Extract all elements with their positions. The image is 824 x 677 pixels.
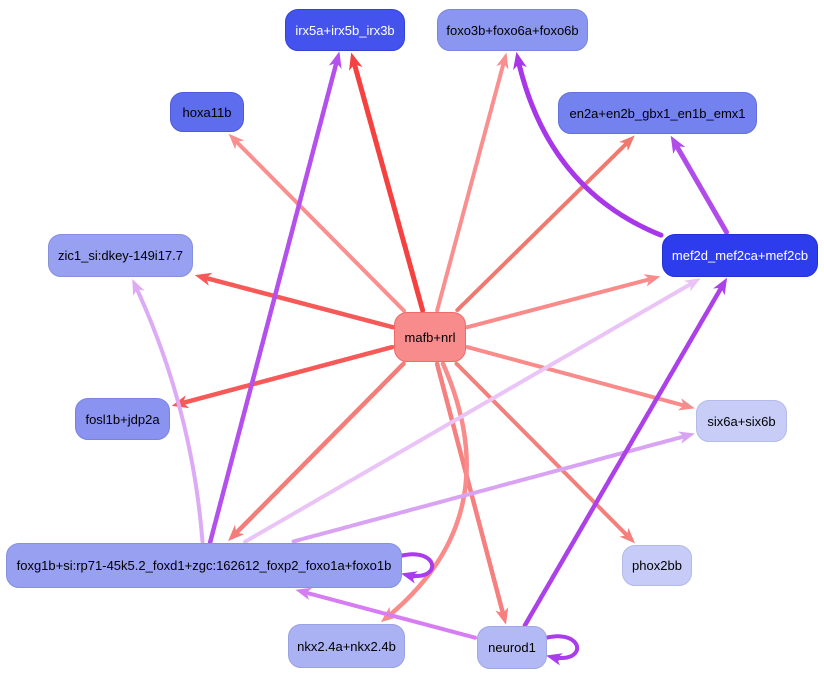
edge-mafb-hoxa11b[interactable] (228, 133, 406, 313)
edge-foxg1b-foxg1b-self-loop[interactable] (396, 552, 435, 584)
node-label: fosl1b+jdp2a (85, 411, 160, 427)
edge-arrowhead (228, 133, 245, 150)
edge-line (182, 344, 395, 405)
node-zic1[interactable]: zic1_si:dkey-149i17.7 (48, 234, 193, 277)
node-label: hoxa11b (182, 104, 232, 120)
edge-neurod1-foxg1b[interactable] (295, 587, 477, 640)
node-label: mef2d_mef2ca+mef2cb (671, 248, 809, 263)
edge-neurod1-mef2d[interactable] (522, 277, 728, 628)
node-label: irx5a+irx5b_irx3b (295, 22, 395, 38)
edge-arrowhead (228, 524, 245, 542)
edge-mafb-neurod1[interactable] (434, 361, 509, 625)
node-foxo3b[interactable]: foxo3b+foxo6a+foxo6b (437, 9, 588, 51)
edge-foxg1b-mef2d[interactable] (243, 278, 701, 544)
edge-line (522, 286, 723, 628)
edge-line (205, 276, 396, 330)
node-label: zic1_si:dkey-149i17.7 (57, 248, 184, 263)
edge-line (243, 282, 692, 544)
edge-line (388, 361, 469, 617)
node-neurod1[interactable]: neurod1 (477, 626, 547, 669)
edge-arrowhead (678, 431, 695, 444)
edge-mafb-mef2d[interactable] (465, 274, 661, 330)
node-label: mafb+nrl (404, 329, 456, 345)
edge-line (454, 361, 629, 537)
edge-arrowhead (328, 51, 342, 69)
edge-mef2d-en2a[interactable] (670, 135, 729, 235)
edge-mafb-six6a[interactable] (465, 345, 695, 411)
edge-arrowhead (670, 135, 686, 154)
node-fosl1b[interactable]: fosl1b+jdp2a (75, 398, 170, 440)
edge-line (352, 63, 426, 313)
node-phox2bb[interactable]: phox2bb (622, 545, 692, 586)
edge-arrowhead (513, 51, 527, 70)
edge-line (235, 361, 406, 535)
edge-mef2d-foxo3b[interactable] (513, 51, 664, 238)
node-en2a[interactable]: en2a+en2b_gbx1_en1b_emx1 (558, 92, 757, 134)
edge-line (135, 288, 205, 544)
edge-mafb-foxo3b[interactable] (435, 52, 509, 313)
edge-line (291, 434, 685, 544)
edge-arrowhead (401, 571, 418, 584)
edge-line (516, 62, 664, 238)
node-label: en2a+en2b_gbx1_en1b_emx1 (569, 105, 746, 121)
edge-line (465, 277, 651, 330)
edge-line (396, 552, 435, 579)
node-foxg1b[interactable]: foxg1b+si:rp71-45k5.2_foxd1+zgc:162612_f… (6, 543, 402, 588)
edge-arrowhead (619, 527, 636, 544)
edge-arrowhead (546, 653, 563, 666)
node-label: neurod1 (488, 640, 536, 655)
node-nkx24[interactable]: nkx2.4a+nkx2.4b (288, 624, 405, 668)
edge-line (207, 61, 339, 545)
edge-arrowhead (171, 395, 190, 409)
edge-neurod1-neurod1-self-loop[interactable] (541, 634, 580, 666)
edge-arrowhead (643, 274, 661, 287)
edge-arrowhead (132, 279, 145, 296)
edge-foxg1b-zic1[interactable] (132, 279, 205, 544)
edge-line (675, 145, 729, 235)
edge-line (434, 361, 505, 615)
edge-mafb-irx5a[interactable] (349, 52, 426, 313)
edge-line (305, 591, 477, 640)
edge-arrowhead (495, 607, 509, 625)
node-mef2d[interactable]: mef2d_mef2ca+mef2cb (662, 234, 818, 277)
edge-foxg1b-irx5a[interactable] (207, 51, 342, 545)
edge-mafb-phox2bb[interactable] (454, 361, 636, 544)
edge-line (465, 345, 685, 408)
node-mafb[interactable]: mafb+nrl (394, 312, 466, 362)
edge-line (541, 634, 580, 661)
edge-arrowhead (349, 52, 363, 71)
node-label: phox2bb (632, 558, 682, 573)
edge-arrowhead (295, 587, 313, 600)
node-hoxa11b[interactable]: hoxa11b (170, 92, 244, 132)
node-label: six6a+six6b (707, 413, 776, 429)
node-label: foxo3b+foxo6a+foxo6b (446, 22, 579, 38)
edge-mafb-zic1[interactable] (194, 272, 396, 330)
edge-line (435, 62, 506, 313)
node-label: nkx2.4a+nkx2.4b (297, 638, 396, 654)
edge-line (235, 140, 406, 313)
edge-mafb-foxg1b[interactable] (228, 361, 406, 542)
edge-arrowhead (496, 52, 509, 70)
node-irx5a[interactable]: irx5a+irx5b_irx3b (285, 9, 405, 51)
edge-foxg1b-six6a[interactable] (291, 431, 695, 544)
edge-mafb-fosl1b[interactable] (171, 344, 395, 409)
edge-line (455, 142, 628, 313)
node-six6a[interactable]: six6a+six6b (696, 400, 787, 442)
node-label: foxg1b+si:rp71-45k5.2_foxd1+zgc:162612_f… (16, 558, 392, 573)
edge-arrowhead (713, 277, 728, 296)
edge-mafb-en2a[interactable] (455, 135, 635, 313)
edge-arrowhead (194, 272, 213, 286)
edge-arrowhead (619, 135, 635, 151)
edge-arrowhead (677, 398, 695, 411)
edge-arrowhead (683, 278, 701, 292)
